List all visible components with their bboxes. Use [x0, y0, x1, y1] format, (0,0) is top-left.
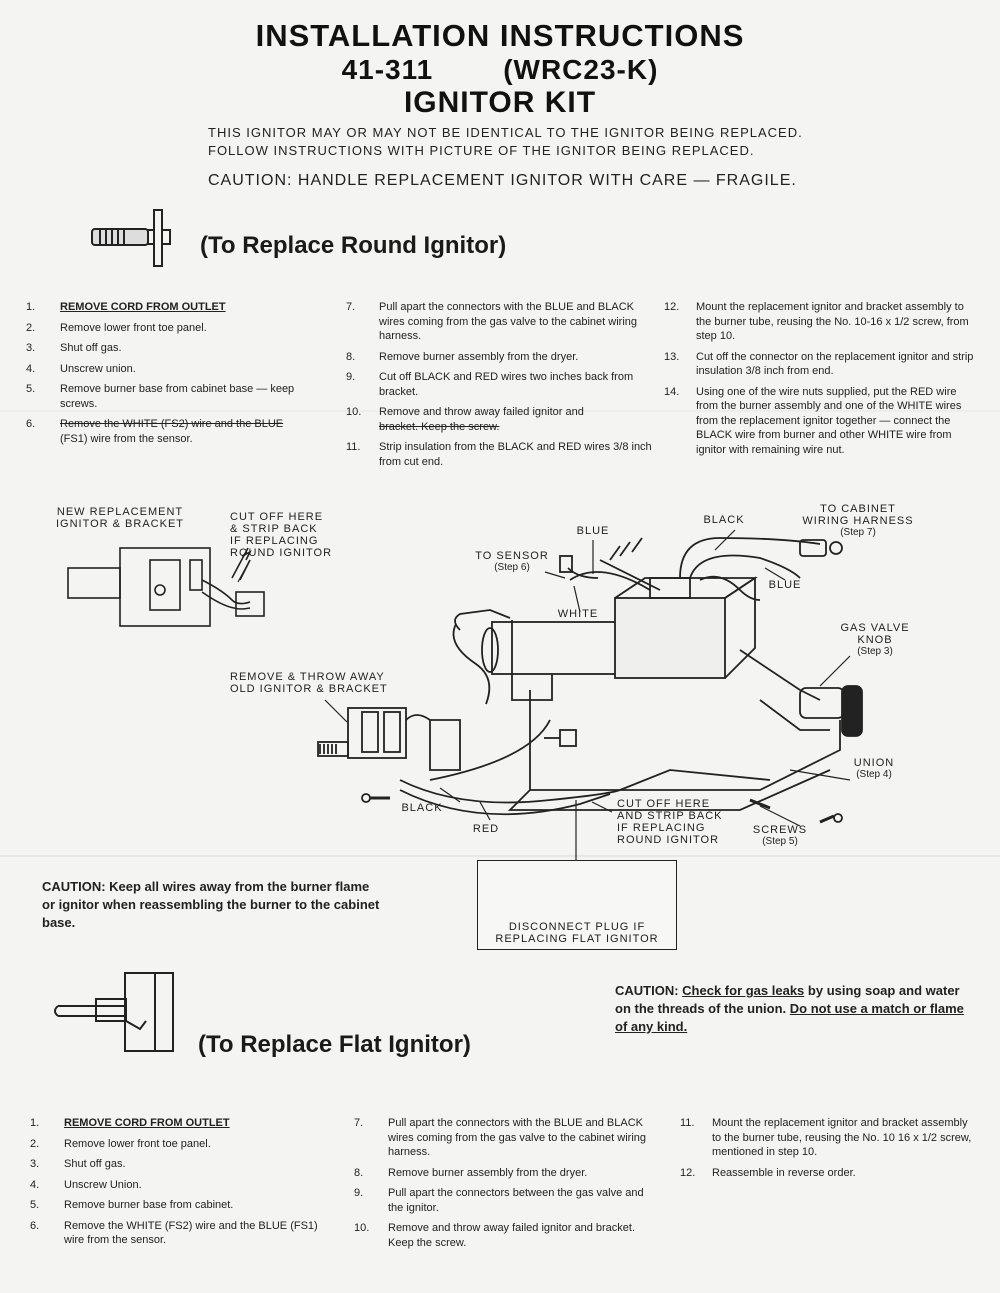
model-number: (WRC23-K) — [503, 54, 659, 85]
caution-wires: CAUTION: Keep all wires away from the bu… — [42, 879, 380, 930]
part-number-line: 41-311 (WRC23-K) — [0, 54, 1000, 86]
list-item: 2.Remove lower front toe panel. — [26, 321, 207, 334]
new-ignitor-drawing — [67, 547, 265, 627]
label-screws: SCREWS (Step 5) — [752, 824, 808, 847]
list-item: 4.Unscrew union. — [26, 362, 136, 375]
label-blue-top: BLUE — [576, 525, 610, 537]
list-item: 1.REMOVE CORD FROM OUTLET — [26, 301, 226, 313]
list-item: 14.Using one of the wire nuts supplied, … — [664, 385, 962, 456]
fragile-caution: CAUTION: HANDLE REPLACEMENT IGNITOR WITH… — [208, 172, 797, 189]
list-item: 12.Mount the replacement ignitor and bra… — [664, 301, 969, 342]
list-item: 10.Remove and throw away failed ignitor … — [346, 406, 584, 433]
list-item: 7.Pull apart the connectors with the BLU… — [354, 1117, 647, 1158]
label-union: UNION (Step 4) — [853, 757, 895, 780]
list-item: 1.REMOVE CORD FROM OUTLET — [30, 1117, 230, 1129]
flat-steps-col-1: 1.REMOVE CORD FROM OUTLET 2.Remove lower… — [30, 1116, 330, 1254]
label-disconnect-plug: DISCONNECT PLUG IF REPLACING FLAT IGNITO… — [495, 921, 659, 945]
round-steps-col-1: 1.REMOVE CORD FROM OUTLET 2.Remove lower… — [26, 300, 326, 452]
list-item: 9.Pull apart the connectors between the … — [354, 1187, 644, 1214]
round-steps-col-2: 7.Pull apart the connectors with the BLU… — [346, 300, 652, 475]
label-cut-off-round: CUT OFF HERE & STRIP BACK IF REPLACING R… — [230, 511, 333, 559]
intro-line-1: THIS IGNITOR MAY OR MAY NOT BE IDENTICAL… — [208, 125, 803, 140]
list-item: 5.Remove burner base from cabinet base —… — [26, 383, 295, 410]
kit-name: IGNITOR KIT — [403, 86, 597, 119]
label-cut-off-bottom: CUT OFF HERE AND STRIP BACK IF REPLACING… — [617, 798, 723, 846]
list-item: 8.Remove burner assembly from the dryer. — [346, 350, 579, 363]
label-black-bottom: BLACK — [401, 802, 443, 814]
part-number: 41-311 — [341, 54, 434, 85]
label-white: WHITE — [557, 608, 599, 620]
flat-ignitor-heading: (To Replace Flat Ignitor) — [198, 1031, 471, 1058]
list-item: 7.Pull apart the connectors with the BLU… — [346, 301, 638, 342]
label-gas-valve-knob: GAS VALVE KNOB (Step 3) — [840, 622, 910, 657]
list-item: 8.Remove burner assembly from the dryer. — [354, 1166, 588, 1179]
label-black-top: BLACK — [703, 514, 745, 526]
paper-fold-line — [0, 855, 1000, 857]
list-item: 2.Remove lower front toe panel. — [30, 1137, 211, 1150]
round-steps-col-3: 12.Mount the replacement ignitor and bra… — [664, 300, 974, 463]
list-item: 3.Shut off gas. — [30, 1158, 126, 1170]
label-remove-old: REMOVE & THROW AWAY OLD IGNITOR & BRACKE… — [230, 671, 388, 695]
list-item: 11.Strip insulation from the BLACK and R… — [346, 441, 652, 468]
intro-text: THIS IGNITOR MAY OR MAY NOT BE IDENTICAL… — [208, 124, 803, 160]
label-to-sensor: TO SENSOR (Step 6) — [475, 550, 549, 573]
list-item: 9.Cut off BLACK and RED wires two inches… — [346, 371, 634, 398]
list-item: 13.Cut off the connector on the replacem… — [664, 350, 974, 378]
list-item: 5.Remove burner base from cabinet. — [30, 1199, 234, 1211]
leader-lines — [237, 529, 851, 860]
document-title: INSTALLATION INSTRUCTIONS — [255, 18, 745, 53]
intro-line-2: FOLLOW INSTRUCTIONS WITH PICTURE OF THE … — [208, 143, 755, 158]
list-item: 6.Remove the WHITE (FS2) wire and the BL… — [26, 418, 284, 445]
list-item: 3.Shut off gas. — [26, 342, 122, 354]
list-item: 6.Remove the WHITE (FS2) wire and the BL… — [30, 1219, 318, 1247]
round-ignitor-heading: (To Replace Round Ignitor) — [200, 232, 507, 259]
label-blue-right: BLUE — [768, 579, 802, 591]
flat-steps-col-2: 7.Pull apart the connectors with the BLU… — [354, 1116, 654, 1256]
label-new-replacement: NEW REPLACEMENT IGNITOR & BRACKET — [55, 506, 185, 530]
caution-gas-leaks: CAUTION: Check for gas leaks by using so… — [615, 983, 964, 1034]
round-ignitor-icon — [91, 209, 171, 267]
label-red: RED — [472, 823, 500, 835]
label-to-cabinet: TO CABINET WIRING HARNESS (Step 7) — [802, 503, 914, 538]
list-item: 4.Unscrew Union. — [30, 1178, 142, 1191]
list-item: 10.Remove and throw away failed ignitor … — [354, 1222, 636, 1249]
flat-steps-col-3: 11.Mount the replacement ignitor and bra… — [680, 1116, 976, 1186]
disconnect-plug-box: DISCONNECT PLUG IF REPLACING FLAT IGNITO… — [477, 860, 677, 950]
flat-ignitor-icon — [54, 972, 174, 1052]
list-item: 12.Reassemble in reverse order. — [680, 1166, 856, 1179]
list-item: 11.Mount the replacement ignitor and bra… — [680, 1117, 972, 1158]
